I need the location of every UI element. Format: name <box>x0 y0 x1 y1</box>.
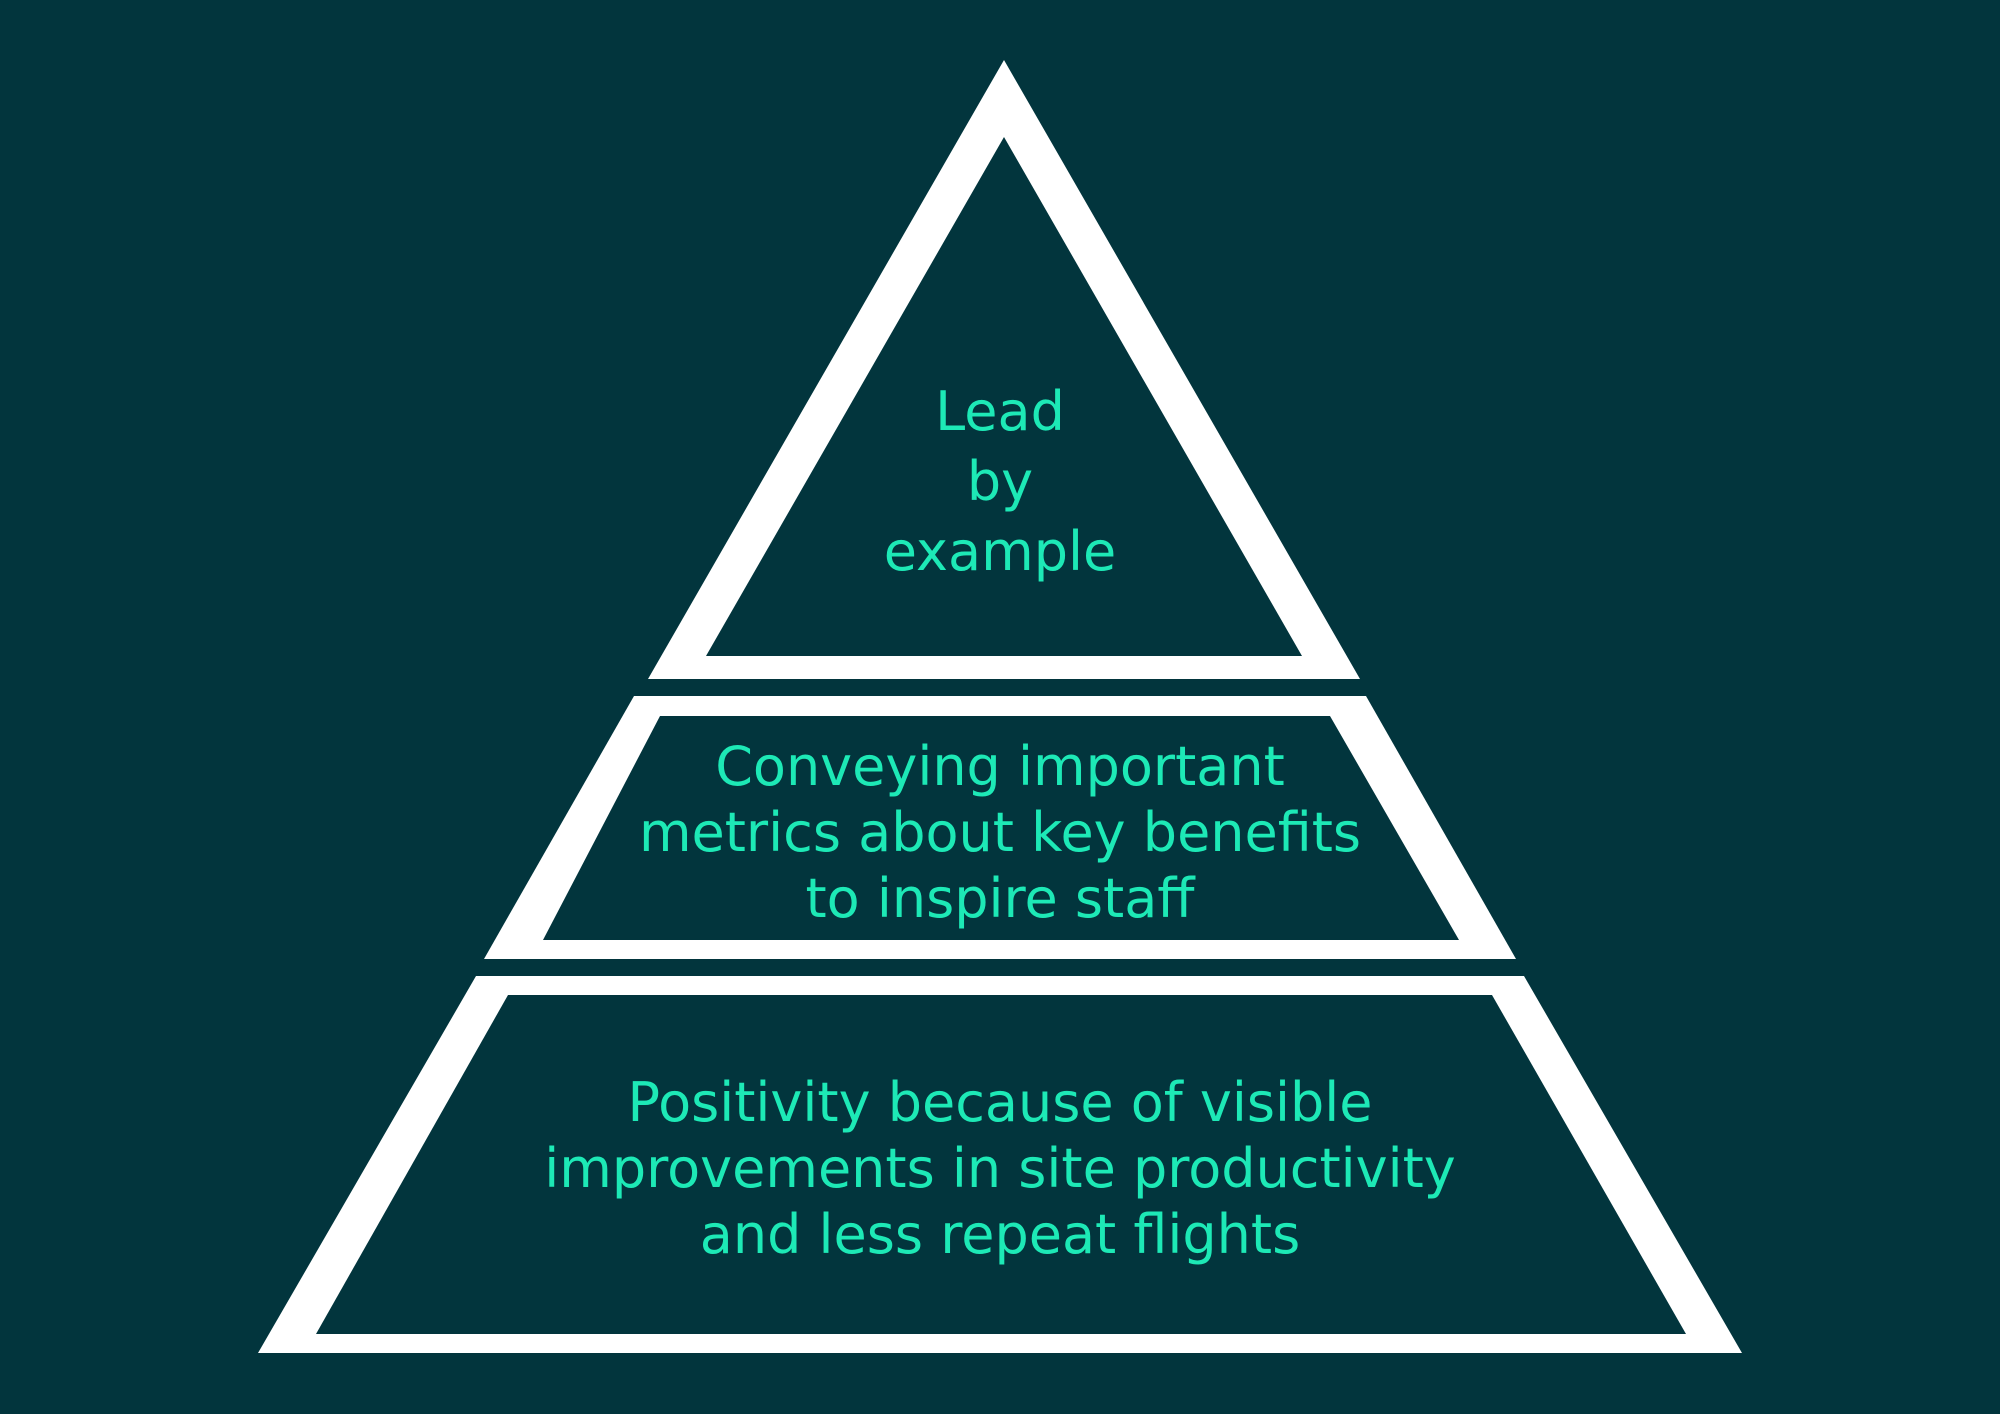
tier-top-line: example <box>883 520 1117 583</box>
tier-middle-shape <box>484 696 1516 959</box>
tier-top-label: Lead by example <box>884 377 1116 587</box>
tier-middle-line: metrics about key benefits <box>638 801 1362 864</box>
tier-middle-label: Conveying important metrics about key be… <box>639 734 1361 932</box>
tier-middle-line: Conveying important <box>715 735 1285 798</box>
tier-top-line: Lead <box>935 380 1065 443</box>
tier-bottom-label: Positivity because of visible improvemen… <box>544 1070 1456 1268</box>
tier-middle-line: to inspire staff <box>805 867 1195 930</box>
tier-bottom-shape <box>258 976 1742 1353</box>
tier-bottom-line: improvements in site productivity <box>544 1137 1456 1200</box>
tier-top-shape <box>648 60 1360 679</box>
tier-bottom-line: Positivity because of visible <box>627 1071 1373 1134</box>
tier-top-line: by <box>966 450 1034 513</box>
tier-bottom-line: and less repeat flights <box>699 1203 1301 1266</box>
